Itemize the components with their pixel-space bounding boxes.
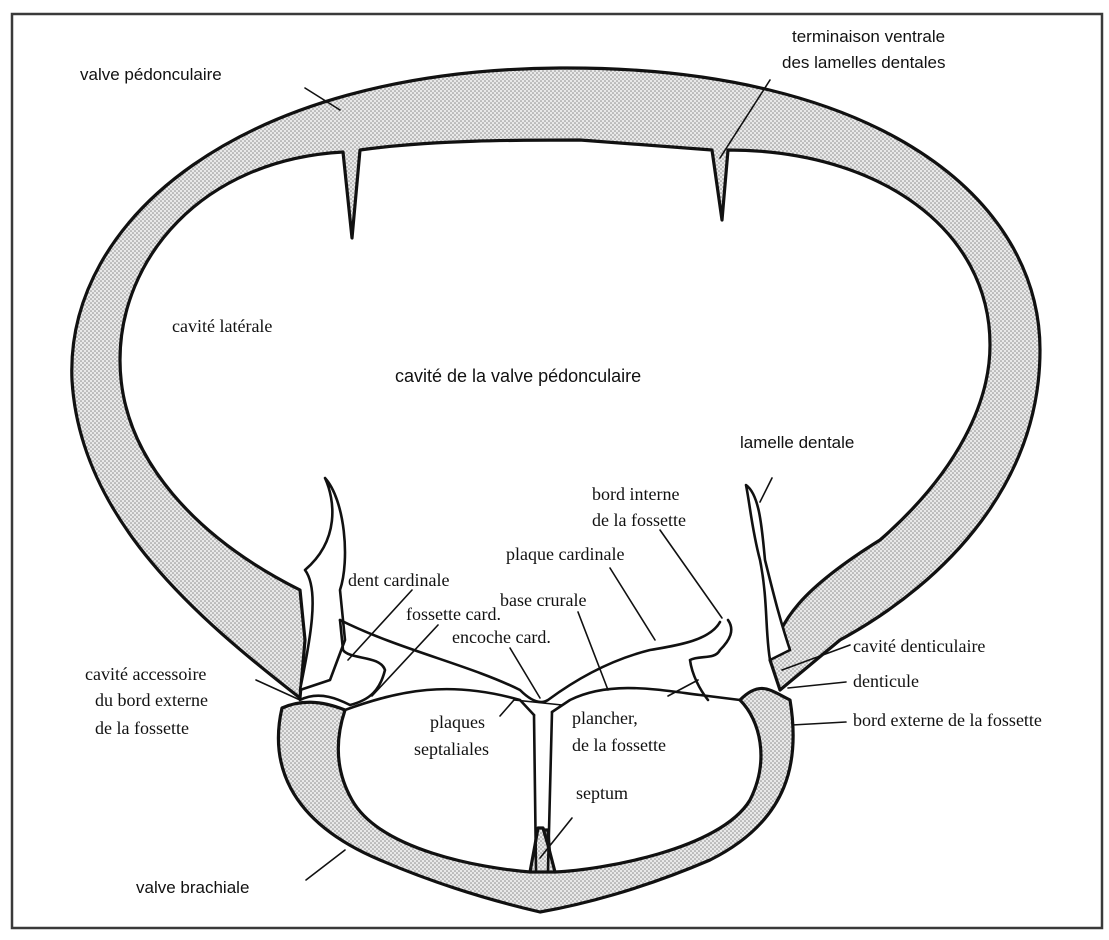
label-cavite-denticulaire: cavité denticulaire [853,636,985,656]
right-dental-plate [746,485,790,660]
label-fossette-card: fossette card. [406,604,501,624]
leader-denticule [788,682,846,688]
label-dent-cardinale: dent cardinale [348,570,449,590]
label-terminaison-line1: terminaison ventrale [792,27,945,46]
label-encoche-card: encoche card. [452,627,551,647]
label-plancher-line1: plancher, [572,708,638,728]
leader-dent-cardinale [348,590,412,660]
leader-encoche-card [510,648,540,698]
leader-plaque-cardinale [610,568,655,640]
septum [530,828,555,872]
leader-valve-brachiale [306,850,345,880]
left-dental-plate [300,478,345,690]
label-cavite-laterale: cavité latérale [172,316,272,336]
label-bord-interne-line1: bord interne [592,484,679,504]
figure-frame [12,14,1102,928]
label-plaque-cardinale: plaque cardinale [506,544,624,564]
label-plaques-line2: septaliales [414,739,489,759]
label-cavite-valve: cavité de la valve pédonculaire [395,366,641,386]
label-plaques-line1: plaques [430,712,485,732]
label-bord-externe: bord externe de la fossette [853,710,1042,730]
leader-bord-interne [660,530,722,618]
label-lamelle-dentale: lamelle dentale [740,433,854,452]
label-cavite-accessoire-line1: cavité accessoire [85,664,206,684]
leader-fossette-card [372,625,438,696]
label-base-crurale: base crurale [500,590,586,610]
label-denticule: denticule [853,671,919,691]
label-cavite-accessoire-line2: du bord externe [95,690,208,710]
label-plancher-line2: de la fossette [572,735,666,755]
label-cavite-accessoire-line3: de la fossette [95,718,189,738]
label-bord-interne-line2: de la fossette [592,510,686,530]
label-septum: septum [576,783,628,803]
leader-bord-externe [792,722,846,725]
label-valve-pedonculaire: valve pédonculaire [80,65,222,84]
label-valve-brachiale: valve brachiale [136,878,249,897]
label-terminaison-line2: des lamelles dentales [782,53,945,72]
leader-lamelle-dentale [760,478,772,502]
